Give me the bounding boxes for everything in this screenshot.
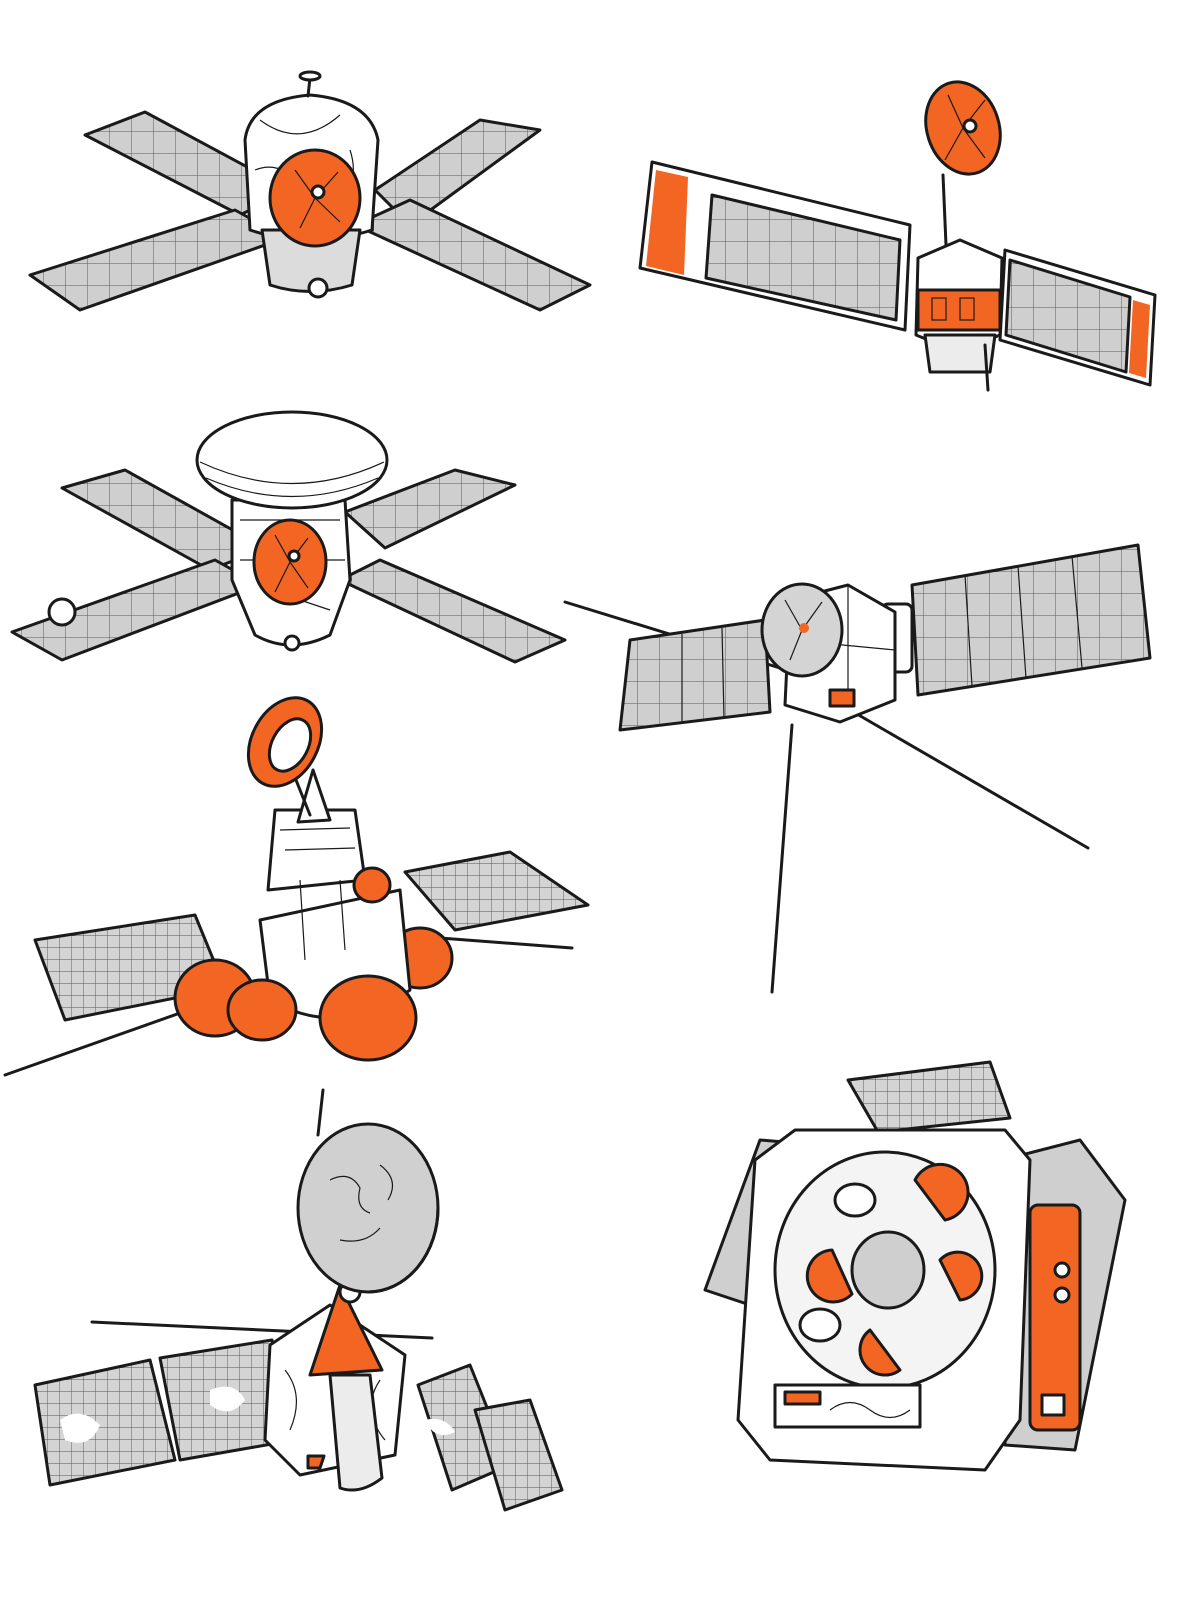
panel-right-orange-tip (1129, 300, 1150, 378)
spacecraft-4 (563, 543, 1152, 994)
antenna-boom-lower-left (770, 723, 794, 994)
dish-inner-ring (267, 717, 313, 773)
orange-tank-1 (913, 1162, 970, 1222)
orange-cone-adapter (308, 1283, 384, 1377)
solar-panel-lower-right (338, 558, 567, 664)
bottom-cabling (829, 1401, 911, 1419)
spherical-tank-upper (833, 1182, 877, 1218)
engine-nozzle (328, 1373, 384, 1492)
side-antenna (438, 936, 574, 950)
side-orange-panel (1028, 1203, 1082, 1432)
gray-dish-orange-rim (296, 1122, 440, 1294)
panel-left-cells (704, 193, 902, 322)
port-2 (1053, 1286, 1071, 1304)
panel-dividers (681, 555, 1083, 724)
bottom-nozzle (283, 634, 301, 652)
side-label-plate (1040, 1393, 1066, 1417)
solar-panel-lower-left (28, 208, 287, 312)
bus-orange-band (916, 288, 1002, 332)
port-1 (1053, 1261, 1071, 1279)
mast-dish-feed (962, 118, 978, 134)
antenna-boom (90, 1320, 434, 1340)
dish-feed-horn (310, 184, 326, 200)
bus-orange-module (828, 688, 856, 708)
gray-dish-feed-orange (799, 623, 809, 633)
solar-panel-right (403, 850, 590, 932)
dish-mast (941, 173, 948, 247)
tank-front-large (318, 974, 418, 1062)
spacecraft-6 (33, 1088, 564, 1512)
small-tank-orange (352, 866, 392, 904)
antenna-boom-lower-right (848, 708, 1090, 850)
bus-window-2 (959, 297, 975, 321)
orange-tank-3 (938, 1250, 984, 1302)
mast-dish-ribs (944, 94, 986, 161)
mast-orange-leg (983, 343, 990, 392)
thruster-nozzle (307, 277, 329, 299)
solar-panel-left (618, 618, 772, 732)
orange-tank-2 (805, 1248, 854, 1304)
panel-right-cells (1004, 258, 1132, 374)
top-panel-stack (846, 1060, 1012, 1134)
dome-rim-lines (199, 461, 385, 498)
bus-window-1 (931, 297, 947, 321)
solar-panel-upper-right (343, 468, 517, 550)
panel-left-orange-tip (646, 170, 688, 275)
solar-panel-right-outer (473, 1398, 564, 1512)
bus-lower-equipment (923, 333, 997, 374)
dome-heat-shield (195, 410, 389, 510)
dome-dish-ribs (274, 534, 309, 593)
solar-panel-left-outer (33, 1358, 177, 1487)
orange-tank-4 (858, 1328, 902, 1377)
dish-feed-struts (294, 169, 341, 229)
solar-panel-right (910, 543, 1152, 697)
spherical-tank-lower (798, 1307, 842, 1343)
orange-spring (306, 1454, 326, 1470)
instrument-piping (279, 827, 356, 961)
spacecraft-3 (10, 410, 567, 664)
central-gray-disc (850, 1230, 926, 1310)
top-whip-antenna (316, 1088, 325, 1137)
spacecraft-7 (703, 1060, 1127, 1472)
spacecraft-1 (28, 70, 592, 312)
dish-surface-texture (329, 1164, 394, 1242)
top-antenna-cap (298, 70, 322, 82)
spacecraft-5 (3, 696, 590, 1077)
solar-panel-lower-right (353, 198, 592, 312)
spacecraft-2 (638, 80, 1157, 392)
tank-middle (226, 978, 298, 1042)
dome-dish-feed (287, 549, 301, 563)
magnetometer-dial (47, 597, 77, 627)
bottom-orange-tab (783, 1390, 822, 1406)
